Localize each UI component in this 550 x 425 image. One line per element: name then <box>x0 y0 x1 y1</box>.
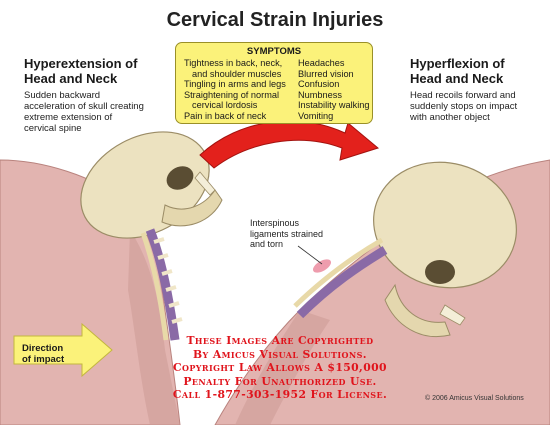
right-skull <box>373 161 517 289</box>
right-eye-socket <box>425 260 455 284</box>
right-ligament-injury <box>312 259 332 273</box>
copyright-line: Call 1-877-303-1952 For License. <box>172 388 388 401</box>
right-desc-line: with another object <box>410 112 490 123</box>
symptom-item: Tightness in back, neck, <box>184 58 283 68</box>
left-heading-line2: Head and Neck <box>24 71 118 86</box>
right-heading: Hyperflexion of Head and Neck <box>410 56 505 86</box>
right-teeth <box>439 304 466 326</box>
copyright-line: Penalty For Unauthorized Use. <box>183 374 377 388</box>
left-desc-line: cervical spine <box>24 123 82 134</box>
direction-label-line: Direction <box>22 343 64 354</box>
right-desc-line: suddenly stops on impact <box>410 101 518 112</box>
right-jaw <box>384 283 451 337</box>
symptom-item: cervical lordosis <box>192 100 258 111</box>
copyright-credit: © 2006 Amicus Visual Solutions <box>425 395 524 402</box>
right-neck-shadow <box>235 310 330 425</box>
page-title: Cervical Strain Injuries <box>166 9 384 31</box>
right-figure <box>214 159 550 425</box>
ligament-label: Interspinous ligaments strained and torn <box>250 218 323 250</box>
symptom-item: Instability walking <box>298 100 370 111</box>
copyright-line: Copyright Law Allows A $150,000 <box>173 361 387 374</box>
motion-arrow <box>199 120 380 169</box>
symptoms-left-column: Tightness in back, neck, and shoulder mu… <box>184 58 286 122</box>
symptom-item: Vomiting <box>298 110 334 121</box>
ligament-leader-line <box>297 245 323 265</box>
symptom-item: Straightening of normal <box>184 89 279 100</box>
right-description: Head recoils forward and suddenly stops … <box>410 90 517 123</box>
left-teeth <box>194 171 216 196</box>
copyright-line: These Images Are Copyrighted <box>186 334 374 347</box>
symptom-item: Numbness <box>298 89 342 100</box>
direction-label-line: of impact <box>22 354 65 365</box>
copyright-notice: These Images Are Copyrighted By Amicus V… <box>135 334 425 402</box>
left-neck-shadow <box>128 230 180 425</box>
right-desc-line: Head recoils forward and <box>410 90 516 101</box>
symptom-item: Blurred vision <box>298 68 354 79</box>
left-eye-socket <box>166 166 194 190</box>
ligament-label-line: and torn <box>250 239 284 249</box>
left-desc-line: acceleration of skull creating <box>24 101 144 112</box>
direction-label: Direction of impact <box>22 343 64 365</box>
left-spinal-cord <box>140 232 169 341</box>
left-jaw <box>161 189 223 227</box>
symptom-item: Headaches <box>298 58 345 68</box>
left-heading: Hyperextension of Head and Neck <box>24 56 137 86</box>
right-heading-line1: Hyperflexion of <box>410 56 505 71</box>
symptoms-title: SYMPTOMS <box>246 46 302 57</box>
symptoms-box: SYMPTOMS Tightness in back, neck, and sh… <box>175 42 373 124</box>
symptom-item: Pain in back of neck <box>184 110 267 121</box>
right-heading-line2: Head and Neck <box>410 71 504 86</box>
symptom-item: and shoulder muscles <box>192 68 282 79</box>
left-heading-line1: Hyperextension of <box>24 56 138 71</box>
copyright-line: By Amicus Visual Solutions. <box>193 347 367 361</box>
left-vertebrae <box>153 237 183 324</box>
left-desc-line: extreme extension of <box>24 112 113 123</box>
left-desc-line: Sudden backward <box>24 90 101 101</box>
left-description: Sudden backward acceleration of skull cr… <box>24 90 144 134</box>
impact-arrow <box>13 322 113 378</box>
ligament-label-line: Interspinous <box>250 218 300 228</box>
symptoms-right-column: Headaches Blurred vision Confusion Numbn… <box>298 58 370 122</box>
symptom-item: Tingling in arms and legs <box>184 79 286 90</box>
symptom-item: Confusion <box>298 79 340 90</box>
right-spinal-cord <box>293 237 384 308</box>
ligament-label-line: ligaments strained <box>250 228 324 239</box>
left-spine <box>145 228 180 341</box>
right-spine <box>296 246 388 319</box>
